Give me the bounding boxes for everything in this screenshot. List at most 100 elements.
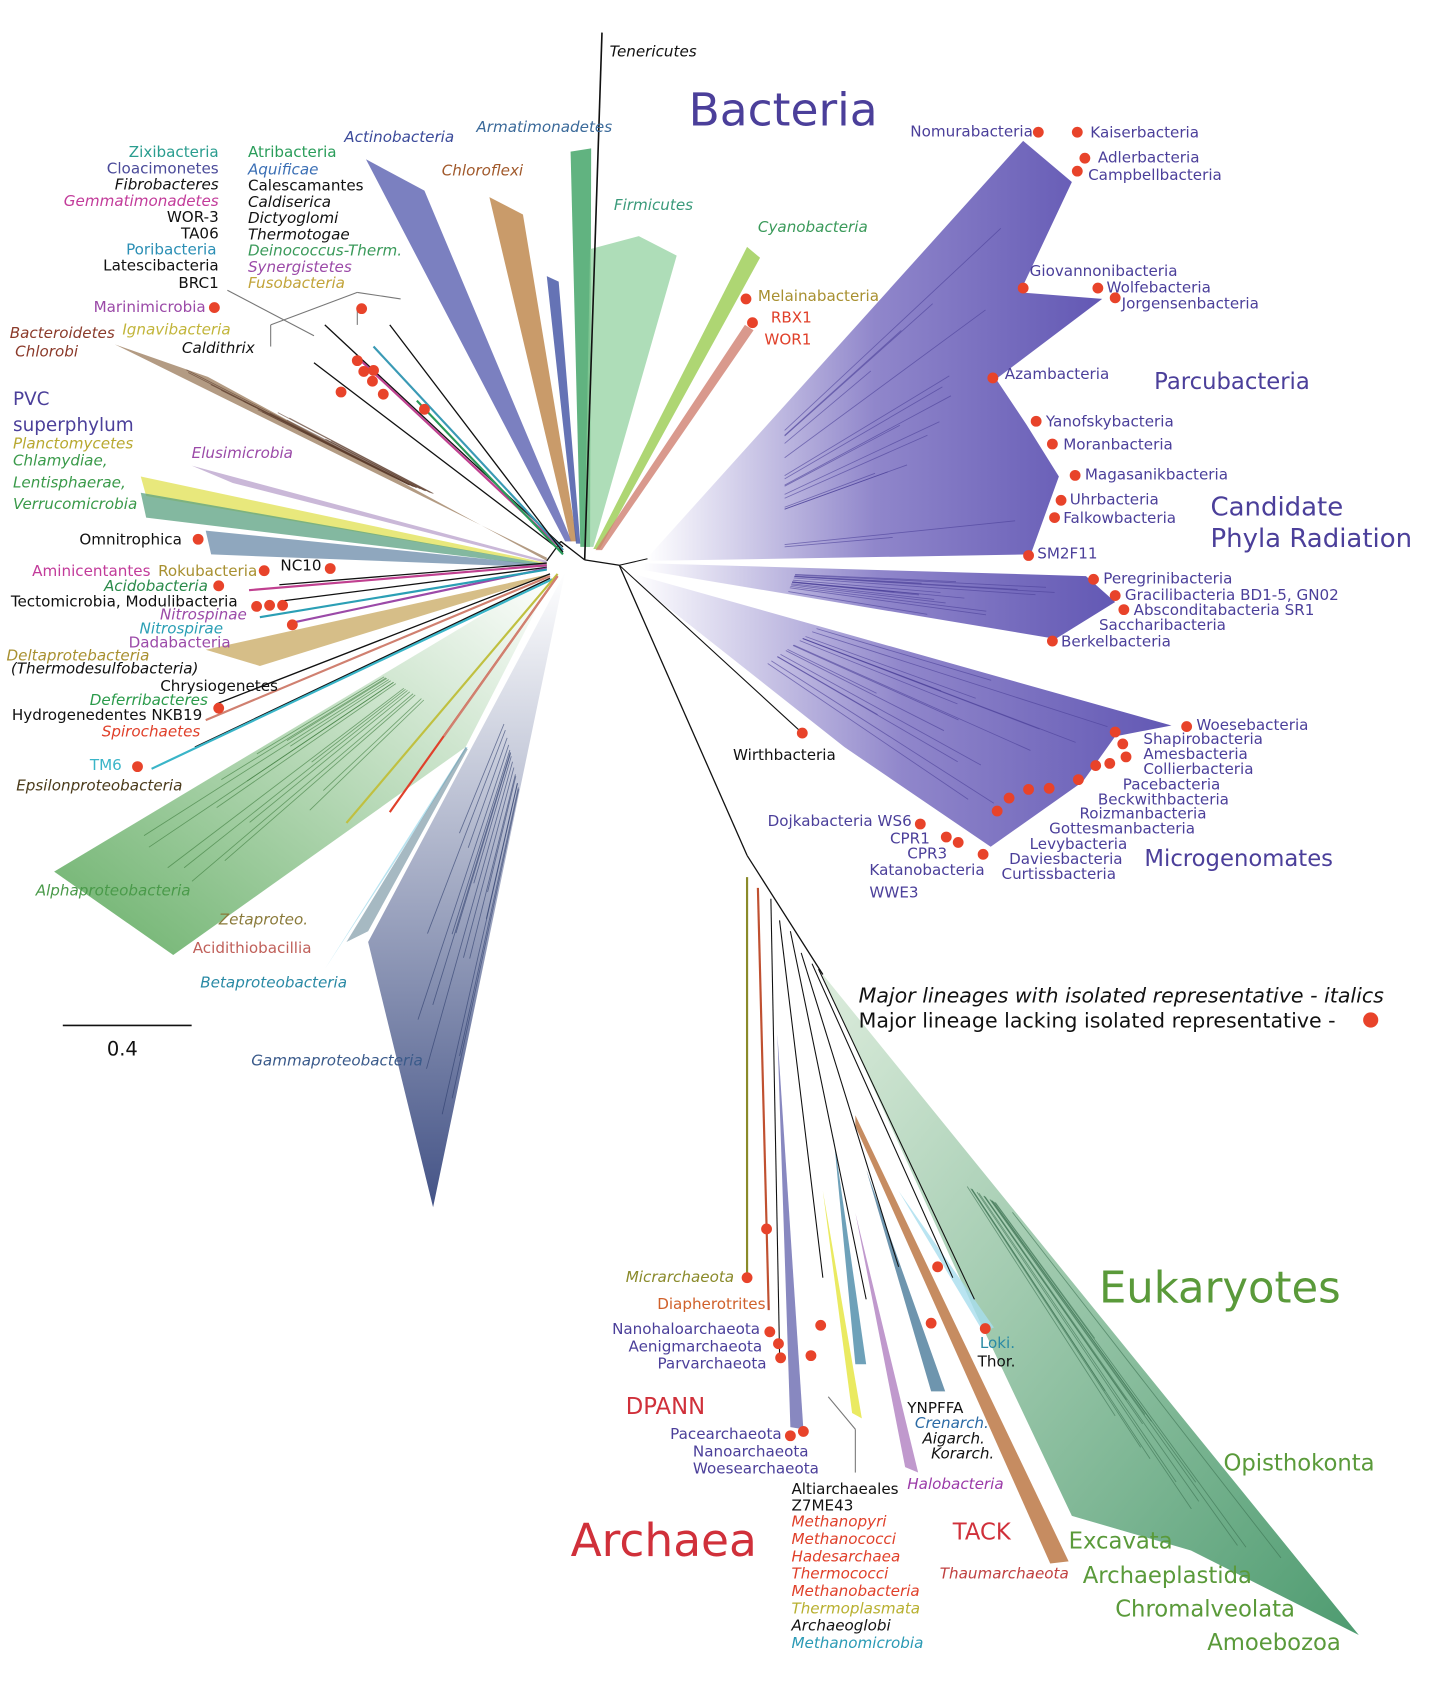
- branch: [451, 789, 520, 1099]
- uncultivated-marker-dot: [1092, 282, 1104, 294]
- lineage-label: Chloroflexi: [442, 161, 524, 179]
- branch: [989, 1199, 1238, 1546]
- lineage-label: Aigarch.: [921, 1429, 984, 1447]
- lineage-label: Peregrinibacteria: [1103, 570, 1232, 588]
- lineage-label: Z7ME43: [791, 1496, 853, 1514]
- uncultivated-marker-dot: [1117, 738, 1129, 750]
- lineage-label: Dictyoglomi: [248, 209, 339, 227]
- branch: [787, 648, 877, 694]
- uncultivated-marker-dot: [351, 355, 363, 367]
- branch: [794, 575, 922, 584]
- lineage-label: Opisthokonta: [1223, 1450, 1374, 1476]
- branch: [794, 574, 1047, 588]
- lineage-label: Katanobacteria: [869, 861, 984, 879]
- legend-italic-line: Major lineages with isolated representat…: [859, 984, 1385, 1008]
- uncultivated-marker-dot: [815, 1319, 827, 1331]
- branch: [792, 581, 965, 599]
- lineage-label: Roizmanbacteria: [1079, 805, 1206, 823]
- lineage-label: Nanoarchaeota: [693, 1442, 809, 1460]
- branch: [473, 756, 512, 884]
- branch: [966, 1186, 1116, 1417]
- branch: [990, 1199, 1146, 1415]
- domain-label-eukaryotes: Eukaryotes: [1099, 1264, 1341, 1314]
- clade-wedge: [489, 197, 578, 542]
- lineage-label: Melainabacteria: [758, 287, 879, 305]
- branch: [790, 585, 987, 612]
- lineage-labels: ZixibacteriaCloacimonetesFibrobacteresGe…: [6, 42, 1374, 1656]
- uncultivated-marker-dot: [775, 1352, 787, 1364]
- lineage-label: Campbellbacteria: [1088, 166, 1222, 184]
- branch: [784, 421, 940, 495]
- uncultivated-marker-dot: [740, 293, 752, 305]
- lineage-label: Alphaproteobacteria: [35, 881, 191, 899]
- branch: [487, 776, 517, 893]
- branch: [995, 1202, 1096, 1339]
- branch: [618, 564, 803, 734]
- lineage-label: Firmicutes: [614, 196, 693, 214]
- uncultivated-marker-dot: [208, 302, 220, 313]
- branch: [619, 558, 648, 566]
- lineage-label: Azambacteria: [1005, 365, 1110, 383]
- branch: [467, 737, 508, 848]
- branch: [221, 677, 387, 781]
- lineage-label: Yanofskybacteria: [1045, 413, 1174, 431]
- lineage-label: Falkowbacteria: [1063, 509, 1176, 527]
- branch: [756, 887, 770, 1311]
- lineage-label: Omnitrophica: [79, 531, 182, 549]
- lineage-label: Atribacteria: [248, 143, 337, 161]
- uncultivated-marker-dot: [1032, 126, 1044, 138]
- lineage-label: WOR-3: [167, 208, 219, 226]
- uncultivated-marker-dot: [1046, 635, 1058, 647]
- lineage-label: TM6: [89, 756, 122, 774]
- uncultivated-marker-dot: [1069, 469, 1081, 481]
- uncultivated-marker-dot: [991, 805, 1003, 817]
- lineage-label: Halobacteria: [907, 1475, 1003, 1493]
- group-label-cpr-1: Candidate: [1210, 492, 1343, 522]
- clade-wedge: [855, 1115, 1069, 1564]
- clade-wedge: [570, 148, 592, 547]
- uncultivated-marker-dot: [773, 1338, 784, 1350]
- branch: [432, 752, 511, 1005]
- branch: [812, 631, 1108, 728]
- scale-bar-label: 0.4: [107, 1038, 138, 1061]
- branch: [991, 1200, 1152, 1422]
- uncultivated-marker-dot: [1023, 783, 1034, 795]
- branch: [269, 412, 418, 489]
- branch: [780, 653, 982, 766]
- lineage-label: Pacebacteria: [1123, 775, 1221, 793]
- uncultivated-marker-dot: [1049, 512, 1060, 524]
- lineage-label: Dojkabacteria WS6: [768, 812, 912, 830]
- lineage-label: Fusobacteria: [248, 274, 345, 292]
- branch: [224, 694, 416, 862]
- branch: [746, 855, 824, 975]
- uncultivated-marker-dot: [977, 848, 989, 860]
- branch: [416, 399, 564, 556]
- lineage-label: Jorgensenbacteria: [1121, 295, 1259, 313]
- uncultivated-marker-dot: [979, 1323, 991, 1334]
- branch: [194, 577, 551, 748]
- lineage-label: Parvarchaeota: [657, 1355, 766, 1373]
- branch: [227, 289, 315, 337]
- uncultivated-marker-dot: [251, 600, 263, 612]
- legend: Major lineages with isolated representat…: [859, 984, 1385, 1033]
- branch: [167, 687, 405, 869]
- uncultivated-marker-dot: [356, 303, 368, 315]
- branch: [790, 584, 946, 604]
- lineage-label: Shapirobacteria: [1143, 730, 1263, 748]
- branch: [784, 536, 893, 548]
- lineage-label: Caldiserica: [248, 193, 331, 211]
- branch: [618, 564, 748, 856]
- branch: [784, 370, 872, 444]
- lineage-label: Gemmatimonadetes: [64, 192, 219, 210]
- lineage-label: Methanococci: [791, 1530, 896, 1548]
- uncultivated-marker-dot: [377, 388, 389, 400]
- uncultivated-marker-dot: [213, 580, 225, 592]
- lineage-label: Daviesbacteria: [1009, 850, 1122, 868]
- lineage-label: Woesebacteria: [1196, 716, 1308, 734]
- branch: [584, 559, 620, 566]
- lineage-label: Thor.: [977, 1352, 1016, 1370]
- clade-wedge: [205, 573, 551, 666]
- lineage-label: Curtissbacteria: [1002, 865, 1116, 883]
- branch: [784, 434, 928, 499]
- branch: [583, 32, 603, 560]
